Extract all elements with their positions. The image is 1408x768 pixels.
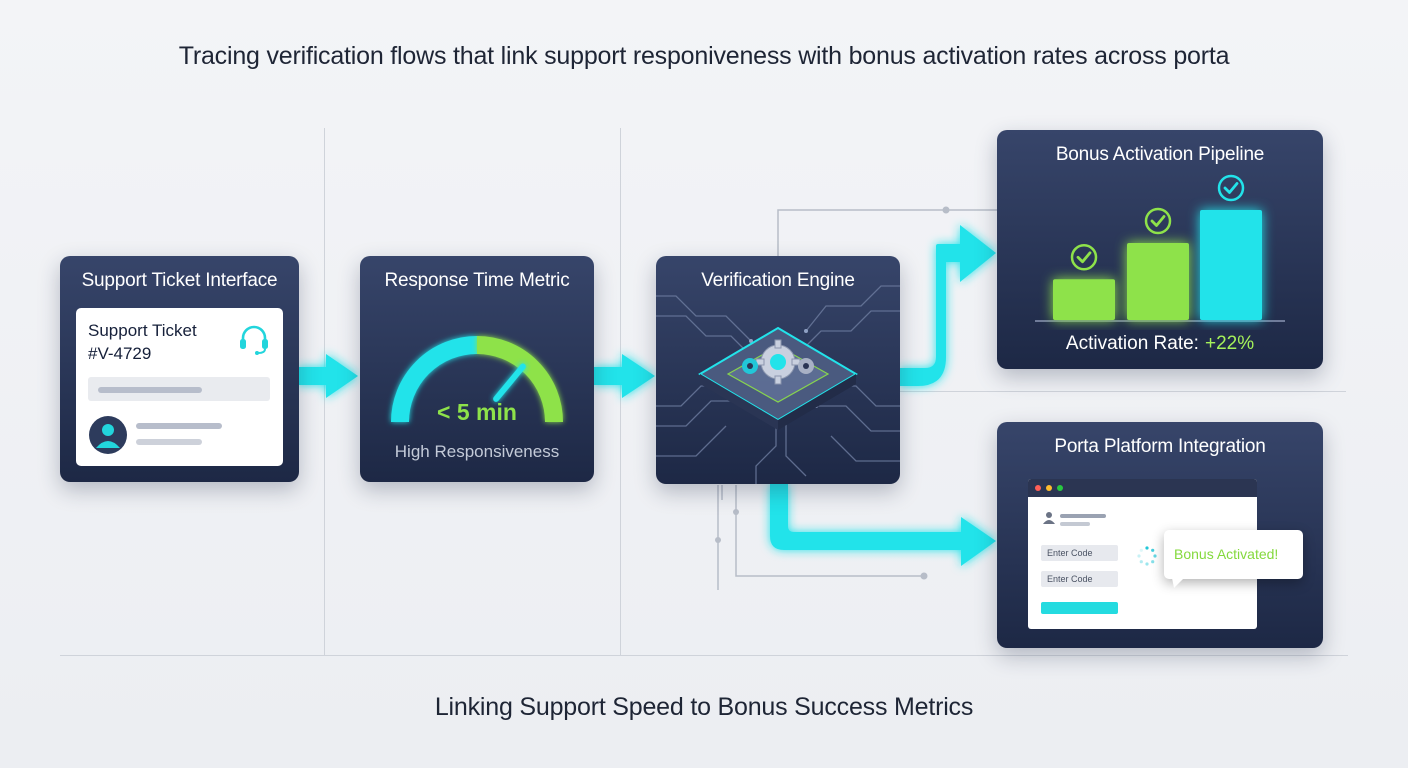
connector-dots [715,206,950,580]
ticket-field-line [98,387,202,393]
headset-icon [240,325,268,355]
activate-button[interactable] [1041,602,1118,614]
activation-rate-value: +22% [1204,333,1255,354]
gauge-arc-green [476,336,563,423]
activation-rate-label: Activation Rate: [1065,333,1199,354]
gauge-icon [391,336,563,423]
response-time-card: Response Time Metric < 5 min High Respon… [360,256,594,482]
bonus-pipeline-card: Bonus Activation Pipeline Activation Rat… [997,130,1323,369]
gear-icon [742,339,814,385]
arrow-verification-to-pipeline [900,225,996,386]
ticket-text-line [136,423,222,429]
pipeline-bar [1200,210,1262,320]
user-avatar-icon [89,416,127,454]
card-title: Porta Platform Integration [1054,436,1266,457]
divider-vertical-1 [324,128,325,656]
bonus-activated-toast: Bonus Activated! [1164,530,1303,588]
pipeline-bar [1053,279,1115,320]
pipeline-bar [1127,243,1189,320]
divider-horizontal-bottom [60,655,1348,656]
card-title: Support Ticket Interface [81,270,278,291]
user-icon [1043,512,1055,524]
check-circle-icon [1217,174,1245,202]
ticket-title: Support Ticket [88,321,197,340]
response-time-caption: High Responsiveness [394,442,560,461]
response-time-value: < 5 min [437,399,517,425]
arrow-verification-to-platform [770,484,996,566]
card-title: Response Time Metric [384,270,570,291]
code-input-2[interactable]: Enter Code [1041,571,1118,587]
loading-spinner-icon [1137,546,1157,566]
activation-rate: Activation Rate:+22% [997,333,1323,355]
support-ticket-card: Support Ticket Interface Support Ticket … [60,256,299,482]
platform-integration-card: Porta Platform Integration Enter Code En… [997,422,1323,648]
check-circle-icon [1070,244,1098,271]
window-close-dot [1035,485,1041,491]
browser-titlebar [1028,479,1257,497]
card-title: Bonus Activation Pipeline [1055,144,1265,165]
check-circle-icon [1144,207,1172,235]
browser-text-line [1060,522,1090,526]
verification-engine-card: Verification Engine [656,256,900,484]
window-maximize-dot [1057,485,1063,491]
gauge-arc-cyan [391,336,478,423]
window-minimize-dot [1046,485,1052,491]
gauge-needle [493,363,526,402]
card-title: Verification Engine [701,270,855,291]
toast-tail [1172,578,1184,588]
page-title: Tracing verification flows that link sup… [178,42,1230,70]
page-subtitle: Linking Support Speed to Bonus Success M… [434,693,974,721]
arrow-response-to-verification [594,354,655,398]
ticket-text-line [136,439,202,445]
toast-message: Bonus Activated! [1174,546,1279,562]
pipeline-bar-chart [1035,174,1285,322]
browser-text-line [1060,514,1106,518]
ticket-id: #V-4729 [88,344,152,363]
divider-horizontal-right [900,391,1346,392]
divider-vertical-2 [620,128,621,656]
ticket-panel: Support Ticket #V-4729 [76,308,283,466]
code-input-1[interactable]: Enter Code [1041,545,1118,561]
arrow-ticket-to-response [298,354,358,398]
